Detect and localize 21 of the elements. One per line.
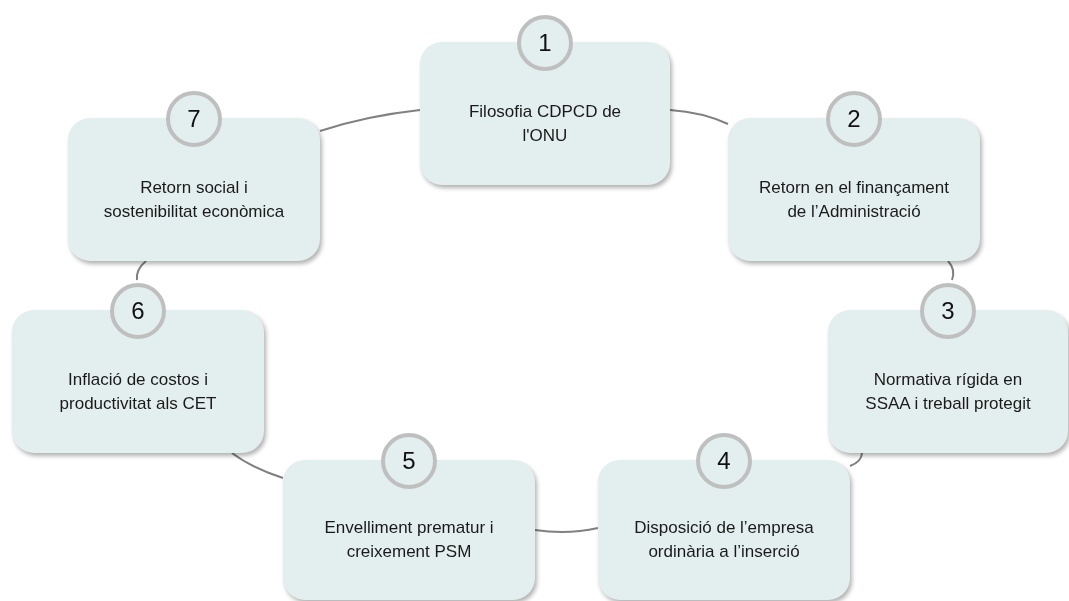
step-text: Retorn social i sostenibilitat econòmica (102, 176, 286, 223)
connector-line (669, 109, 729, 125)
number-badge: 3 (920, 283, 976, 339)
step-text: Retorn en el finançament de l’Administració (759, 176, 949, 223)
connector-line (231, 452, 284, 479)
connector-line (534, 527, 599, 534)
step-text: Disposició de l’empresa ordinària a l’inserció (633, 517, 815, 563)
step-text: Envelliment prematur i creixement PSM (323, 517, 495, 563)
step-text: Filosofia CDPCD de l'ONU (467, 100, 623, 147)
step-text: Inflació de costos i productivitat als CET (58, 368, 218, 415)
number-badge: 6 (110, 283, 166, 339)
step-text: Normativa rígida en SSAA i treball protegit (864, 368, 1032, 415)
number-badge: 4 (696, 433, 752, 489)
connector-line (135, 260, 147, 281)
connector-line (849, 452, 863, 467)
connector-line (319, 109, 421, 132)
number-badge: 2 (826, 91, 882, 147)
connector-line (947, 260, 955, 281)
number-badge: 7 (166, 91, 222, 147)
number-badge: 1 (517, 15, 573, 71)
number-badge: 5 (381, 433, 437, 489)
